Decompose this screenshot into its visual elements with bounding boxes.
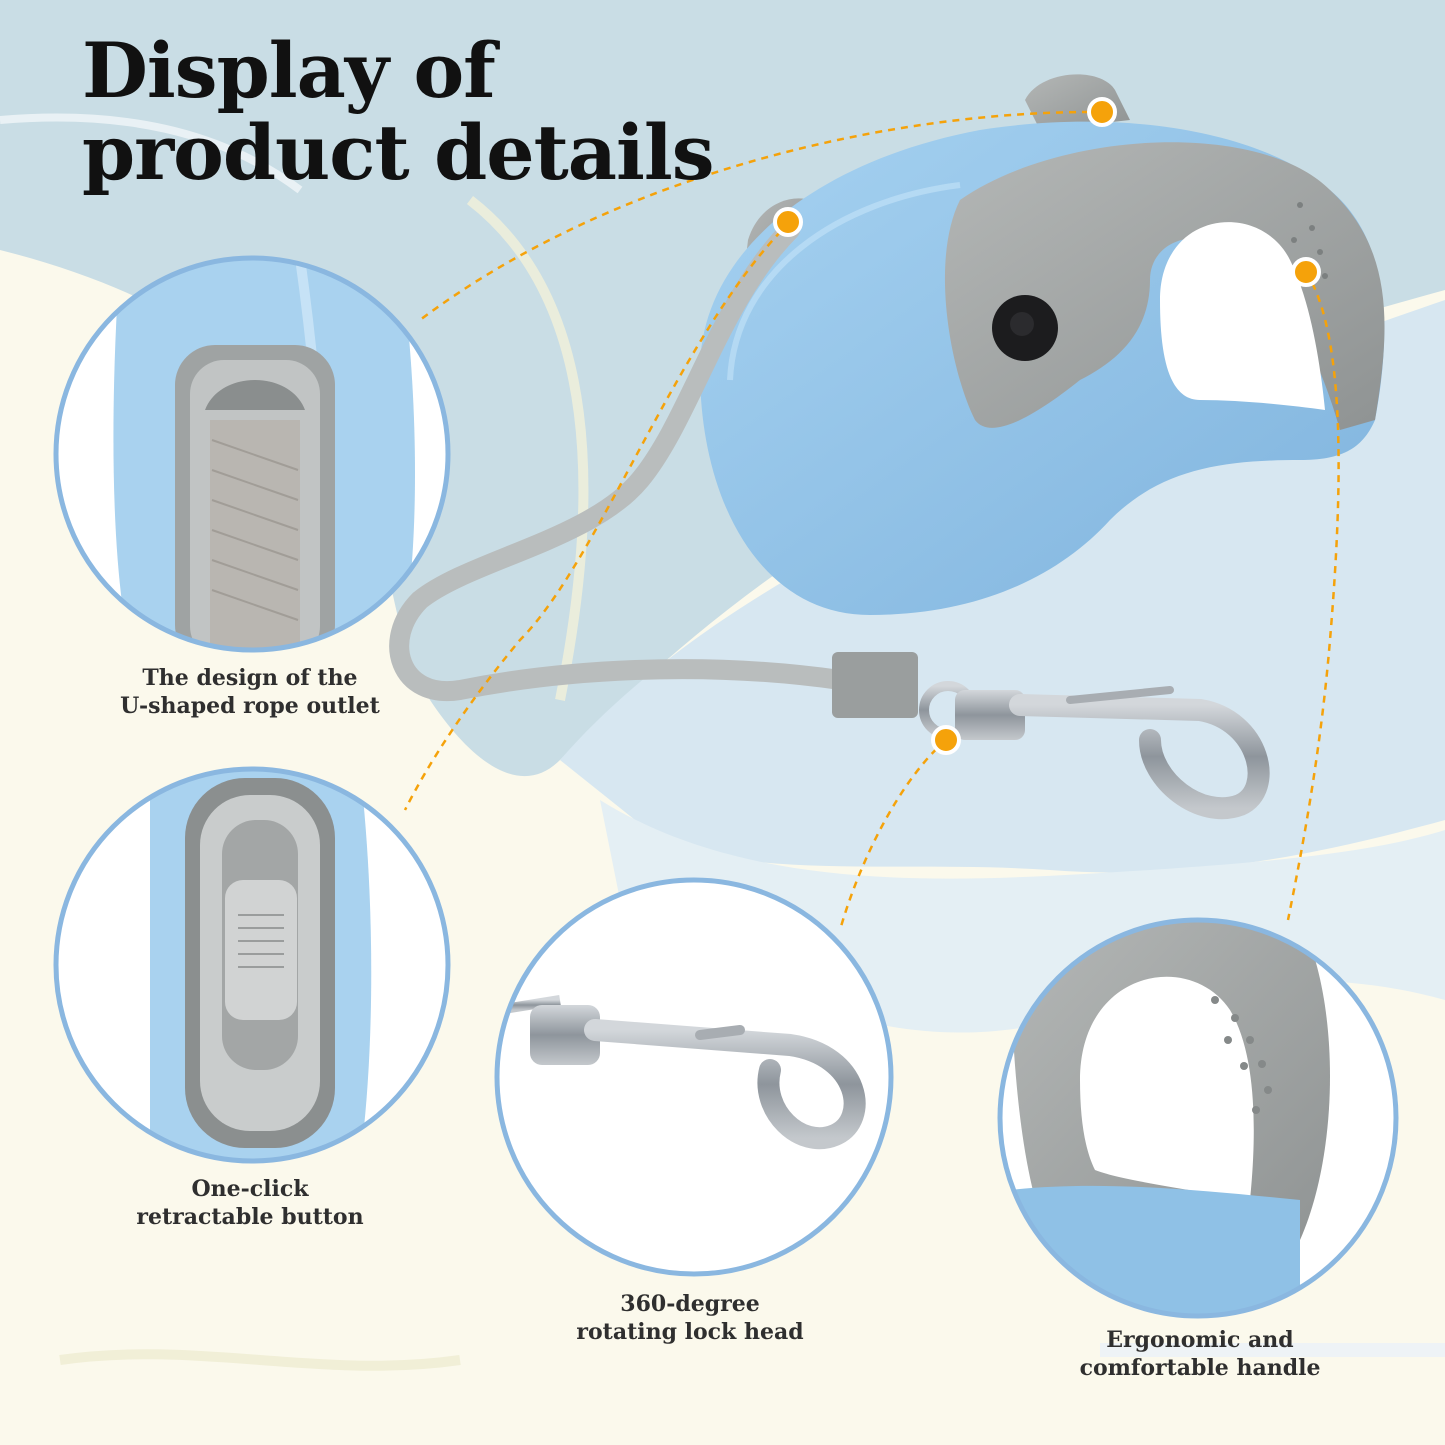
caption-handle-line1: Ergonomic and [1106, 1327, 1294, 1353]
caption-retract-button-line1: One-click [191, 1176, 309, 1202]
caption-rope-outlet-line1: The design of the [142, 665, 358, 691]
caption-handle-line2: comfortable handle [1079, 1355, 1321, 1381]
caption-handle: Ergonomic and comfortable handle [1010, 1326, 1390, 1382]
caption-lock-head: 360-degree rotating lock head [500, 1290, 880, 1346]
callout-lines [403, 110, 1340, 931]
caption-retract-button-line2: retractable button [136, 1204, 364, 1230]
page-title-line1: Display of [82, 26, 496, 115]
caption-retract-button: One-click retractable button [60, 1175, 440, 1231]
page-title: Display of product details [82, 30, 714, 197]
caption-lock-head-line2: rotating lock head [576, 1319, 804, 1345]
page-title-line2: product details [82, 108, 714, 197]
detail-circle-rope-outlet [53, 255, 451, 653]
detail-circle-handle [997, 917, 1399, 1319]
strap [389, 220, 918, 718]
callout-dots [773, 97, 1321, 755]
detail-circle-lock-head [494, 877, 894, 1277]
detail-circle-retract-button [53, 766, 451, 1164]
caption-lock-head-line1: 360-degree [620, 1291, 760, 1317]
caption-rope-outlet: The design of the U-shaped rope outlet [60, 664, 440, 720]
caption-rope-outlet-line2: U-shaped rope outlet [120, 693, 380, 719]
snap-hook [919, 681, 1270, 820]
